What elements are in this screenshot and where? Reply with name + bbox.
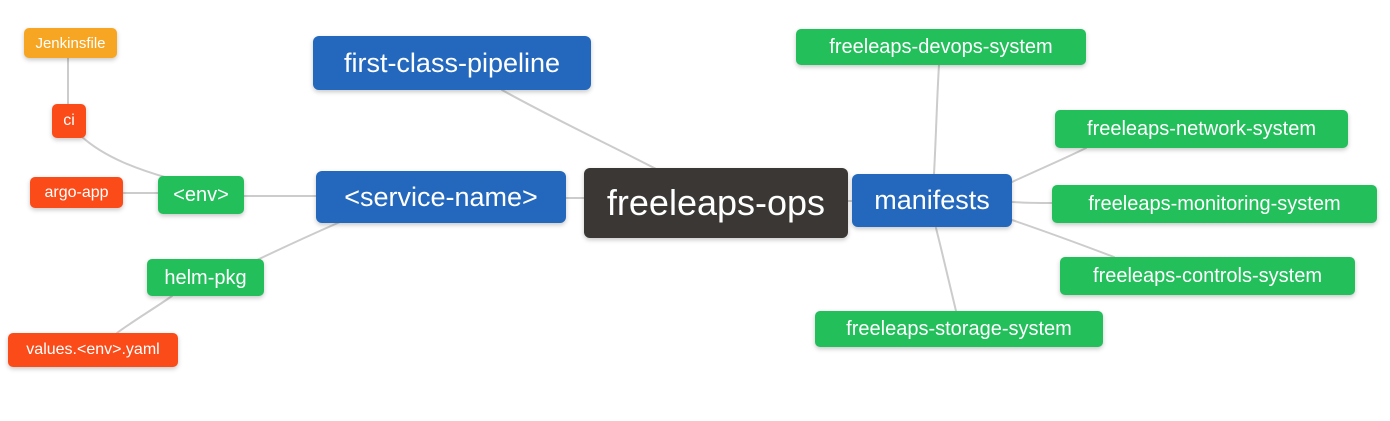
edge-manifests-storage [935, 227, 957, 312]
node-freeleaps-monitoring-system[interactable]: freeleaps-monitoring-system [1052, 185, 1377, 223]
edge-manifests-network [1011, 147, 1087, 183]
node-env[interactable]: <env> [158, 176, 244, 214]
edge-pipeline-root [501, 89, 661, 172]
edge-helm-pkg-service-name [256, 221, 341, 261]
node-freeleaps-controls-system[interactable]: freeleaps-controls-system [1060, 257, 1355, 295]
edge-manifests-controls [1011, 219, 1115, 258]
node-first-class-pipeline[interactable]: first-class-pipeline [313, 36, 591, 90]
node-freeleaps-network-system[interactable]: freeleaps-network-system [1055, 110, 1348, 148]
node-argo-app[interactable]: argo-app [30, 177, 123, 208]
edge-values-helm-pkg [116, 295, 173, 334]
node-freeleaps-ops[interactable]: freeleaps-ops [584, 168, 848, 238]
edge-ci-env [80, 135, 169, 179]
node-freeleaps-devops-system[interactable]: freeleaps-devops-system [796, 29, 1086, 65]
node-manifests[interactable]: manifests [852, 174, 1012, 227]
node-service-name[interactable]: <service-name> [316, 171, 566, 223]
node-helm-pkg[interactable]: helm-pkg [147, 259, 264, 296]
node-values-env-yaml[interactable]: values.<env>.yaml [8, 333, 178, 367]
edge-manifests-devops [933, 64, 940, 175]
node-jenkinsfile[interactable]: Jenkinsfile [24, 28, 117, 58]
node-ci[interactable]: ci [52, 104, 86, 138]
node-freeleaps-storage-system[interactable]: freeleaps-storage-system [815, 311, 1103, 347]
edge-manifests-monitoring [1011, 201, 1053, 204]
